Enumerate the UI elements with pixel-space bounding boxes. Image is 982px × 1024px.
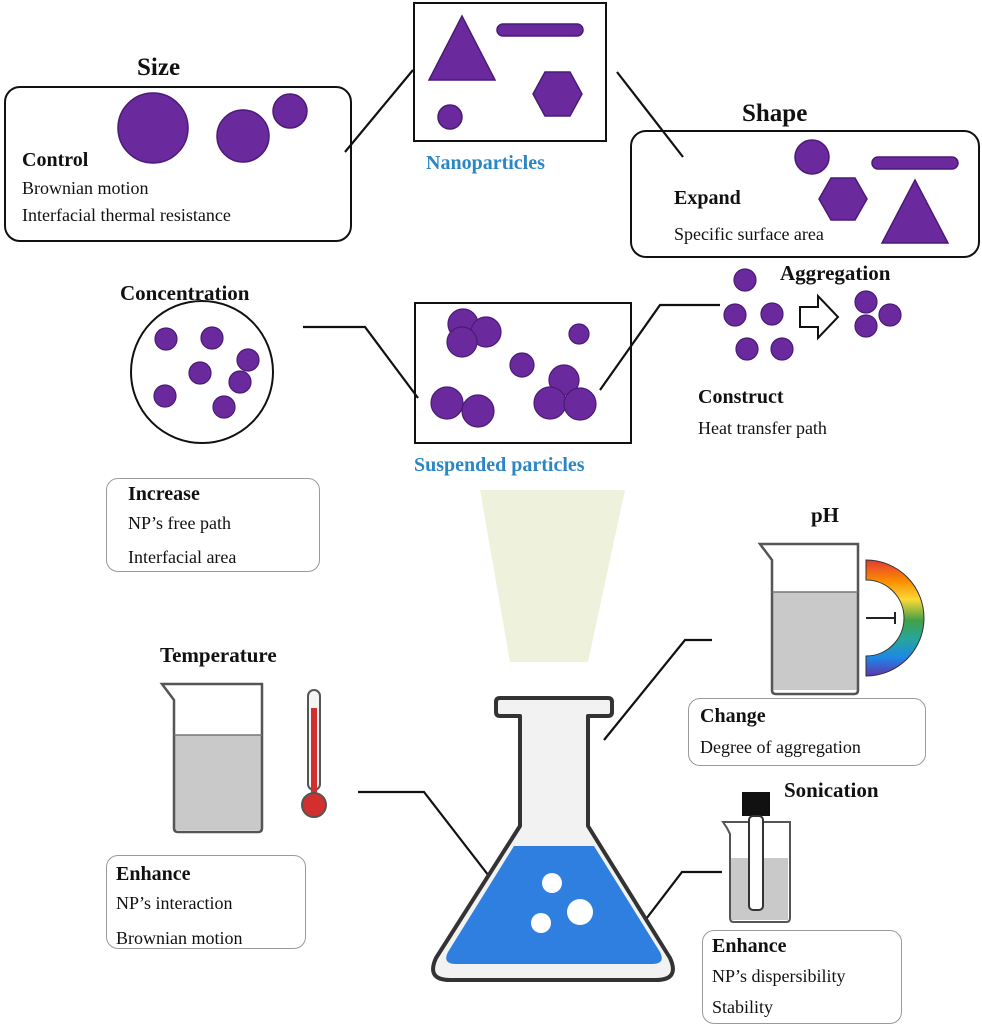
ph-beaker-icon (757, 542, 860, 696)
temperature-line-1: NP’s interaction (116, 893, 233, 913)
triangle-particle (427, 14, 497, 81)
large-sphere (117, 92, 189, 164)
ph-line-1: Degree of aggregation (700, 737, 861, 757)
aggregation-label: Construct (698, 386, 784, 408)
aggregation-heading: Aggregation (780, 261, 891, 285)
hexagon-particle (532, 71, 583, 117)
shape-particles (794, 139, 959, 244)
suspended-particles-box (414, 302, 632, 444)
sonicator-probe-icon (721, 792, 791, 923)
size-heading: Size (137, 54, 181, 81)
size-line-1: Brownian motion (22, 178, 149, 198)
temperature-beaker-icon (159, 682, 264, 834)
concentration-particles (153, 326, 260, 419)
medium-sphere (216, 109, 270, 163)
temperature-label: Enhance (116, 863, 191, 885)
thermometer-icon (301, 689, 327, 818)
nanoparticle-shapes (427, 14, 584, 130)
concentration-line-2: Interfacial area (128, 547, 237, 567)
suspended-particles (430, 308, 597, 428)
small-sphere (437, 104, 463, 130)
nanoparticles-caption: Nanoparticles (426, 152, 545, 174)
shape-box (630, 130, 980, 258)
connector-sonication (629, 870, 722, 941)
connector-size (344, 69, 414, 153)
suspended-particles-caption: Suspended particles (414, 454, 585, 476)
connector-ph (603, 638, 712, 741)
size-label: Control (22, 149, 89, 171)
size-box (4, 86, 352, 242)
hexagon-particle (818, 177, 868, 221)
triangle-particle (880, 178, 950, 244)
concentration-circle (130, 300, 274, 444)
nanoparticles-box (413, 2, 607, 142)
temperature-info-box (106, 855, 306, 949)
ph-gauge-icon (865, 559, 925, 677)
connector-shape (616, 71, 684, 158)
aggregation-line-1: Heat transfer path (698, 418, 827, 438)
shape-line-1: Specific surface area (674, 224, 824, 244)
erlenmeyer-flask-icon (431, 696, 675, 982)
aggregated-particles (854, 290, 902, 338)
sonication-heading: Sonication (784, 778, 879, 802)
sphere-particle (794, 139, 830, 175)
concentration-line-1: NP’s free path (128, 513, 231, 533)
rod-particle (496, 23, 584, 37)
sonication-label: Enhance (712, 935, 787, 957)
temperature-line-2: Brownian motion (116, 928, 243, 948)
concentration-heading: Concentration (120, 281, 250, 305)
connector-temperature (358, 790, 493, 881)
connector-concentration (303, 325, 419, 399)
sonication-line-1: NP’s dispersibility (712, 966, 846, 986)
connector-aggregation (599, 303, 720, 391)
concentration-label: Increase (128, 483, 200, 505)
shape-label: Expand (674, 187, 741, 209)
sonication-info-box (702, 930, 902, 1024)
sonication-line-2: Stability (712, 997, 774, 1017)
dispersed-particles (723, 268, 794, 361)
size-spheres (117, 92, 308, 164)
connector-lines (303, 69, 722, 941)
shape-heading: Shape (742, 100, 808, 127)
concentration-info-box (106, 478, 320, 572)
size-line-2: Interfacial thermal resistance (22, 205, 231, 225)
small-sphere (272, 93, 308, 129)
light-beam (480, 490, 625, 662)
ph-heading: pH (811, 503, 840, 527)
rod-particle (871, 156, 959, 170)
ph-label: Change (700, 705, 766, 727)
ph-info-box (688, 698, 926, 766)
right-arrow-icon (799, 293, 840, 341)
temperature-heading: Temperature (160, 643, 277, 667)
